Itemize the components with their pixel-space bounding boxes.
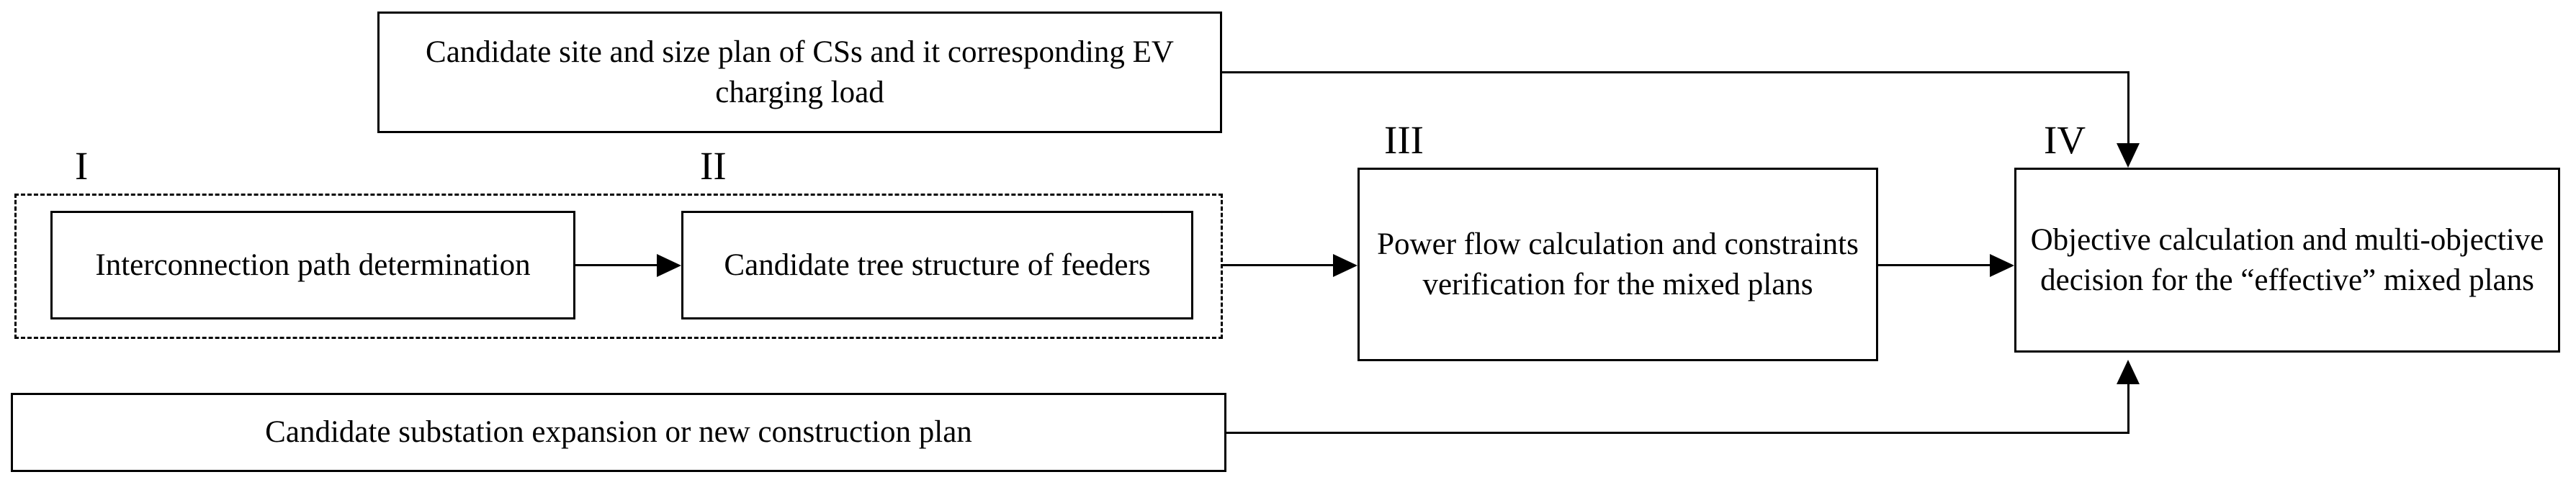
connector-substation-plan-vertical bbox=[2127, 383, 2130, 434]
stage-1-numeral: I bbox=[75, 144, 89, 188]
node-stage-1-interconnection-path[interactable]: Interconnection path determination bbox=[50, 211, 575, 319]
arrowhead-stage-2-to-stage-3 bbox=[1333, 254, 1357, 277]
node-candidate-cs-plan[interactable]: Candidate site and size plan of CSs and … bbox=[377, 12, 1222, 133]
node-stage-1-label: Interconnection path determination bbox=[95, 248, 531, 282]
stage-3-numeral: III bbox=[1384, 118, 1424, 162]
arrowhead-stage-3-to-stage-4 bbox=[1990, 254, 2014, 277]
node-candidate-substation-plan[interactable]: Candidate substation expansion or new co… bbox=[11, 393, 1226, 472]
arrowhead-stage-1-to-stage-2 bbox=[657, 254, 681, 277]
connector-cs-plan-horizontal bbox=[1222, 71, 2130, 73]
connector-stage-2-to-stage-3 bbox=[1223, 264, 1337, 266]
connector-stage-1-to-stage-2 bbox=[575, 264, 660, 266]
feeder-planning-dashed-group bbox=[14, 194, 1223, 339]
node-stage-2-label: Candidate tree structure of feeders bbox=[724, 248, 1151, 282]
node-stage-3-label: Power flow calculation and constraints v… bbox=[1377, 227, 1859, 301]
node-candidate-substation-plan-label: Candidate substation expansion or new co… bbox=[265, 415, 972, 450]
connector-substation-plan-horizontal bbox=[1226, 432, 2130, 434]
stage-4-numeral: IV bbox=[2044, 118, 2086, 162]
stage-2-numeral: II bbox=[700, 144, 727, 188]
connector-cs-plan-vertical bbox=[2127, 71, 2130, 146]
node-stage-3-power-flow-calculation[interactable]: Power flow calculation and constraints v… bbox=[1357, 168, 1878, 361]
arrowhead-cs-plan-to-stage-3 bbox=[2117, 143, 2140, 168]
node-stage-4-objective-calculation[interactable]: Objective calculation and multi-objectiv… bbox=[2014, 168, 2560, 353]
node-stage-4-label: Objective calculation and multi-objectiv… bbox=[2030, 222, 2544, 297]
connector-stage-3-to-stage-4 bbox=[1878, 264, 1993, 266]
arrowhead-substation-plan-to-stage-3 bbox=[2117, 360, 2140, 384]
node-candidate-cs-plan-label: Candidate site and size plan of CSs and … bbox=[426, 35, 1174, 109]
node-stage-2-candidate-tree-structure[interactable]: Candidate tree structure of feeders bbox=[681, 211, 1193, 319]
